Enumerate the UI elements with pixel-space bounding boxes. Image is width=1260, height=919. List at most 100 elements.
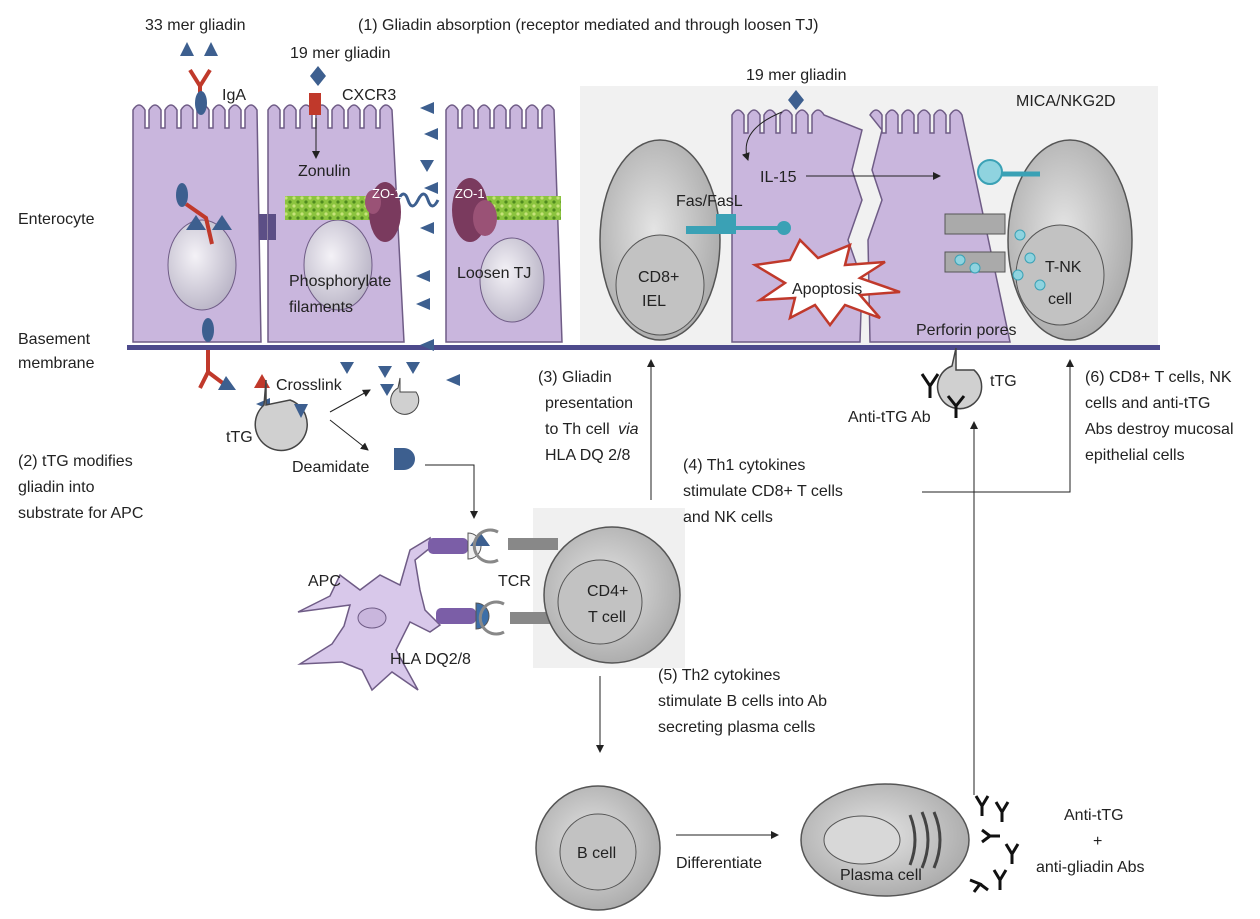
- hla-dq-complex-bottom: [436, 600, 558, 636]
- crosslink-icon: [254, 374, 270, 388]
- apc-nucleus: [357, 607, 387, 629]
- label-plasma-cell: Plasma cell: [840, 867, 922, 884]
- gliadin-19mer-icon-left: [310, 66, 326, 86]
- cd4-t-cell: [543, 526, 681, 664]
- label-t-cell: T cell: [588, 609, 626, 626]
- iga-basal-icon: [198, 318, 236, 390]
- label-19mer-gliadin-right: 19 mer gliadin: [746, 67, 847, 84]
- apoptosis-burst: [751, 237, 901, 328]
- mica-nkg2d-receptor: [977, 159, 1040, 185]
- label-b-cell: B cell: [577, 845, 616, 862]
- b-cell: [535, 785, 661, 911]
- gliadin-19mer-icon-right: [788, 90, 804, 110]
- label-tnk-cell: cell: [1048, 291, 1072, 308]
- label-step2-line1: (2) tTG modifies: [18, 453, 133, 470]
- arrow-deamidate-to-apc: [425, 464, 478, 519]
- tnk-cell: [1007, 139, 1133, 341]
- basement-membrane: [127, 345, 1160, 350]
- label-hla-dq: HLA DQ2/8: [390, 651, 471, 668]
- hla-dq-complex-top: [428, 528, 558, 564]
- arrow-to-deamidate: [329, 419, 369, 451]
- label-plus: +: [1093, 833, 1102, 850]
- label-step6-line4: epithelial cells: [1085, 447, 1185, 464]
- label-tnk: T-NK: [1045, 259, 1082, 276]
- label-19mer-gliadin-left: 19 mer gliadin: [290, 45, 391, 62]
- label-cd8: CD8+: [638, 269, 679, 286]
- label-perforin-pores: Perforin pores: [916, 322, 1017, 339]
- label-basement: Basement: [18, 331, 91, 348]
- label-phosphorylate: Phosphorylate: [289, 273, 391, 290]
- label-cxcr3: CXCR3: [342, 87, 396, 104]
- label-tcr: TCR: [498, 573, 531, 590]
- enterocyte-apoptotic-2: [867, 109, 1011, 343]
- desmosome-icon: [259, 214, 276, 240]
- label-step4-line1: (4) Th1 cytokines: [683, 457, 805, 474]
- label-step3-line4: HLA DQ 2/8: [545, 447, 630, 464]
- label-zo1-right: ZO-1: [455, 186, 485, 201]
- label-crosslink: Crosslink: [276, 377, 343, 394]
- label-iel: IEL: [642, 293, 666, 310]
- label-mica-nkg2d: MICA/NKG2D: [1016, 93, 1116, 110]
- zo1-complex-right: [452, 178, 497, 242]
- label-apoptosis: Apoptosis: [792, 281, 862, 298]
- label-step2-line3: substrate for APC: [18, 505, 143, 522]
- label-step3-via: via: [618, 421, 639, 438]
- label-filaments: filaments: [289, 299, 353, 316]
- label-step3-line1: (3) Gliadin: [538, 369, 612, 386]
- anti-ttg-ab-icon-1: [920, 373, 940, 398]
- ttg-small-icon: [390, 377, 420, 415]
- label-step5-line3: secreting plasma cells: [658, 719, 815, 736]
- label-enterocyte: Enterocyte: [18, 211, 95, 228]
- enterocyte-left-2: [267, 104, 405, 343]
- label-loosen-tj: Loosen TJ: [457, 265, 531, 282]
- ttg-right-icon: [936, 347, 983, 410]
- arrow-gliadin-entry: [741, 111, 783, 161]
- anti-ttg-ab-icon-2: [946, 395, 966, 418]
- label-zo1-left: ZO-1: [372, 186, 402, 201]
- loosened-junction-coil: [396, 192, 440, 208]
- label-fas-fasl: Fas/FasL: [676, 193, 743, 210]
- label-anti-ttg-ab: Anti-tTG Ab: [848, 409, 931, 426]
- gliadin-33mer-icon-2: [204, 42, 218, 56]
- label-anti-ttg: Anti-tTG: [1064, 807, 1124, 824]
- label-33mer-gliadin: 33 mer gliadin: [145, 17, 246, 34]
- label-ttg-right: tTG: [990, 373, 1017, 390]
- label-anti-gliadin-abs: anti-gliadin Abs: [1036, 859, 1145, 876]
- gliadin-33mer-icon-1: [180, 42, 194, 56]
- label-iga: IgA: [222, 87, 246, 104]
- label-cd4: CD4+: [587, 583, 628, 600]
- label-deamidate: Deamidate: [292, 459, 369, 476]
- label-step5-line1: (5) Th2 cytokines: [658, 667, 780, 684]
- label-il15: IL-15: [760, 169, 797, 186]
- cxcr3-receptor: [309, 93, 321, 115]
- perforin-pores: [944, 213, 1046, 291]
- label-step6-line1: (6) CD8+ T cells, NK: [1085, 369, 1232, 386]
- label-step4-line2: stimulate CD8+ T cells: [683, 483, 843, 500]
- label-zonulin: Zonulin: [298, 163, 350, 180]
- label-step4-line3: and NK cells: [683, 509, 773, 526]
- label-step2-line2: gliadin into: [18, 479, 95, 496]
- zo1-complex-left: [365, 182, 401, 242]
- label-step5-line2: stimulate B cells into Ab: [658, 693, 827, 710]
- iga-receptor: [195, 91, 207, 115]
- plasma-cell: [800, 783, 970, 897]
- label-step6-line3: Abs destroy mucosal: [1085, 421, 1234, 438]
- label-step3-line3: to Th cell via: [545, 421, 639, 438]
- label-membrane: membrane: [18, 355, 95, 372]
- deamidated-gliadin-icon: [394, 448, 415, 470]
- ttg-bound-gliadin: [294, 404, 308, 418]
- fas-fasl-receptor: [686, 214, 791, 235]
- label-step3-text: to Th cell: [545, 421, 610, 438]
- secreted-antibodies-icon: [969, 795, 1020, 893]
- iga-internalized-icon: [176, 183, 214, 245]
- label-step1: (1) Gliadin absorption (receptor mediate…: [358, 17, 818, 34]
- cd8-iel-cell: [599, 139, 721, 341]
- label-apc: APC: [308, 573, 341, 590]
- label-ttg-left: tTG: [226, 429, 253, 446]
- enterocyte-left-3: [445, 104, 563, 343]
- arrow-step4-to-step6: [922, 359, 1074, 493]
- label-differentiate: Differentiate: [676, 855, 762, 872]
- label-step3-line2: presentation: [545, 395, 633, 412]
- arrow-to-crosslink: [329, 389, 371, 413]
